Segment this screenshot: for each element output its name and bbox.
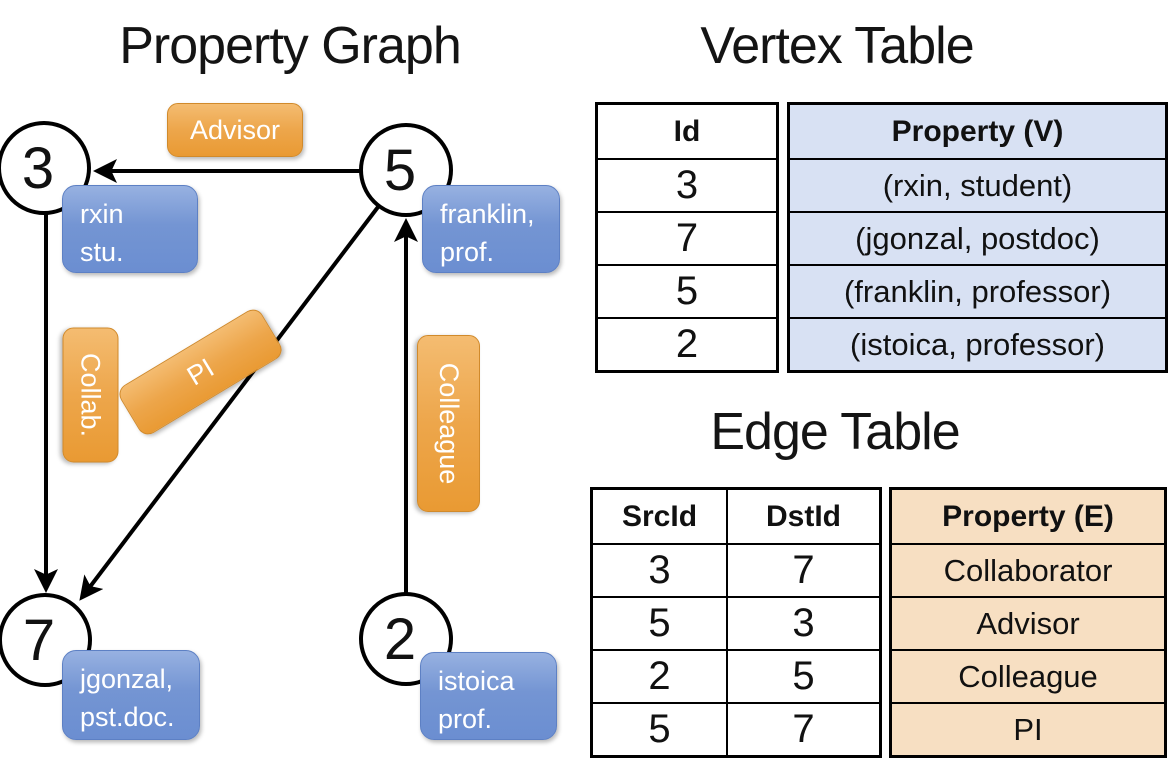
table-cell: (rxin, student) [790,158,1165,211]
edge-table-title: Edge Table [710,403,960,461]
vertex-property-line: pst.doc. [80,702,175,733]
vertex-property-box-7: jgonzal, pst.doc. [62,650,200,740]
vertex-table-property-column: Property (V) (rxin, student) (jgonzal, p… [787,102,1168,373]
table-cell: 3 [593,543,726,596]
vertex-property-line: jgonzal, [80,664,174,694]
vertex-id-label-7: 7 [23,608,55,673]
edge-table: SrcId DstId 3 7 5 3 2 5 5 7 Property (E)… [590,487,1167,758]
vertex-table-title: Vertex Table [700,17,974,75]
table-cell: 5 [593,702,726,755]
table-cell: 5 [593,596,726,649]
table-cell: Advisor [892,596,1164,649]
table-cell: (jgonzal, postdoc) [790,211,1165,264]
vertex-property-line: stu. [80,237,124,268]
table-cell: (istoica, professor) [790,317,1165,370]
vertex-property-box-3: rxin stu. [62,185,198,273]
edge-arrow-pi-5-to-7 [79,205,380,601]
table-cell: 5 [598,264,776,317]
table-cell: 7 [726,543,879,596]
edge-label-advisor: Advisor [167,103,303,157]
vertex-id-label-5: 5 [384,138,416,203]
table-cell: PI [892,702,1164,755]
property-graph-title: Property Graph [119,17,462,75]
edge-table-dstid-header: DstId [726,490,879,543]
vertex-property-box-2: istoica prof. [420,652,557,740]
vertex-property-line: istoica [438,666,515,696]
table-cell: 7 [726,702,879,755]
vertex-table-id-column: Id 3 7 5 2 [595,102,779,373]
table-cell: Collaborator [892,543,1164,596]
edge-table-property-header: Property (E) [942,499,1114,533]
edge-label-colleague: Colleague [417,335,480,512]
edge-table-srcid-header: SrcId [621,499,698,533]
table-cell: 2 [598,317,776,370]
vertex-id-label-3: 3 [22,136,54,201]
vertex-table-id-header: Id [673,114,701,148]
table-cell: 2 [593,649,726,702]
vertex-table-property-header: Property (V) [891,114,1064,148]
vertex-table: Id 3 7 5 2 Property (V) (rxin, student) … [595,102,1168,373]
table-cell: 3 [598,158,776,211]
table-cell: 7 [598,211,776,264]
edge-table-property-column: Property (E) Collaborator Advisor Collea… [889,487,1167,758]
vertex-property-box-5: franklin, prof. [422,185,560,273]
vertex-property-line: franklin, [440,199,535,229]
vertex-property-line: prof. [438,704,493,735]
table-cell: 5 [726,649,879,702]
edge-table-id-columns: SrcId DstId 3 7 5 3 2 5 5 7 [590,487,882,758]
vertex-id-label-2: 2 [384,607,416,672]
edge-label-collab: Collab. [62,327,118,462]
table-cell: Colleague [892,649,1164,702]
vertex-property-line: prof. [440,237,495,268]
vertex-property-line: rxin [80,199,124,229]
table-cell: (franklin, professor) [790,264,1165,317]
table-cell: 3 [726,596,879,649]
